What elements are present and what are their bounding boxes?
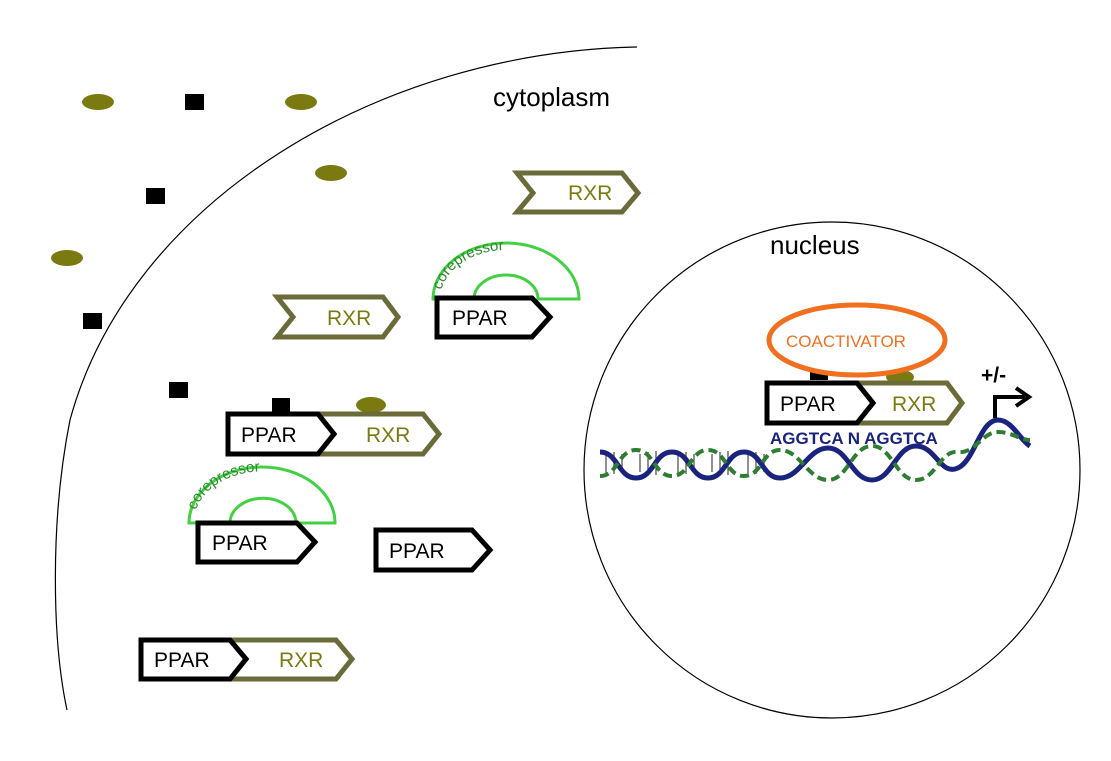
ppar-label: PPAR <box>241 424 297 447</box>
dna-strand-green <box>599 429 1031 483</box>
ligand-square <box>169 382 188 398</box>
transcription-response-label: +/- <box>981 364 1006 387</box>
ligand-ellipse <box>82 94 114 110</box>
corepressor-cap <box>187 465 337 525</box>
transcription-arrow <box>993 386 1033 418</box>
rxr-label: RXR <box>568 182 612 205</box>
ppar-rxr-heterodimer: PPAR RXR <box>225 411 443 457</box>
nucleus-membrane <box>583 221 1081 719</box>
ligand-square <box>810 370 828 380</box>
ppar-label: PPAR <box>212 532 268 555</box>
rxr-label: RXR <box>279 649 323 672</box>
ligand-ellipse <box>285 94 317 110</box>
ligand-square <box>272 398 290 413</box>
corepressor-cap <box>431 241 581 301</box>
rxr-label: RXR <box>892 393 936 416</box>
rxr-receptor: RXR <box>511 170 642 215</box>
rxr-label: RXR <box>366 424 410 447</box>
cell-membrane <box>54 46 638 711</box>
dna-bound-heterodimer: PPAR RXR <box>764 380 966 426</box>
cytoplasm-label: cytoplasm <box>493 82 610 112</box>
corepressor-complex: corepressor PPAR <box>184 458 337 565</box>
ppar-label: PPAR <box>452 307 508 330</box>
ligand-square <box>146 188 165 204</box>
ligand-square <box>185 94 204 110</box>
corepressor-complex: corepressor PPAR <box>429 237 581 340</box>
ligand-square <box>83 313 102 329</box>
ligand-ellipse <box>315 165 347 181</box>
ppar-receptor: PPAR <box>373 527 494 573</box>
ligand-ellipse <box>51 250 83 266</box>
rxr-label: RXR <box>327 307 371 330</box>
rxr-receptor: RXR <box>271 294 402 340</box>
ppar-label: PPAR <box>780 393 836 416</box>
ppar-label: PPAR <box>154 649 210 672</box>
dna-helix <box>599 417 1032 483</box>
response-element-sequence: AGGTCA N AGGTCA <box>770 429 938 448</box>
ppar-rxr-heterodimer: PPAR RXR <box>138 637 356 682</box>
coactivator-ellipse <box>766 302 948 378</box>
ppar-label: PPAR <box>389 540 445 563</box>
nucleus-label: nucleus <box>770 230 860 260</box>
ligand-ellipse <box>356 397 386 413</box>
coactivator-label: COACTIVATOR <box>786 332 906 351</box>
ligand-squares <box>83 94 828 413</box>
dna-strand-blue <box>599 417 1032 483</box>
